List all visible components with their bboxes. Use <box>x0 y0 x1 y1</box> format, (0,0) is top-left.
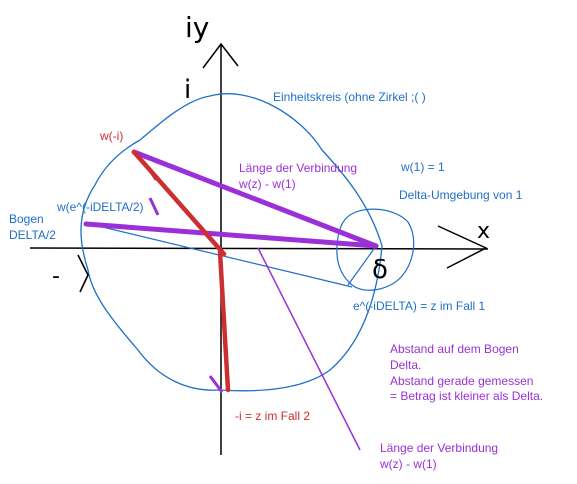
arc-distance-line3: Abstand gerade gemessen <box>390 374 533 388</box>
y-axis-label: iy <box>185 11 209 44</box>
arc-distance-line1: Abstand auf dem Bogen <box>390 342 519 356</box>
red-short-tick <box>146 167 158 181</box>
length-connection-top-line2: w(z) - w(1) <box>238 177 296 191</box>
w-minus-i-label: w(-i) <box>99 129 123 143</box>
purple-tick-left <box>148 197 160 216</box>
arc-distance-line4: = Betrag ist kleiner als Delta. <box>390 389 543 403</box>
arc-label-line2: DELTA/2 <box>9 228 56 242</box>
red-line-to-minus-i <box>217 249 231 393</box>
connection-w-minus-i <box>131 149 379 249</box>
connection-long-thin <box>257 247 361 451</box>
arc-distance-line2: Delta. <box>390 358 421 372</box>
purple-tick-bottom <box>208 375 224 393</box>
x-axis-label: x <box>477 219 490 244</box>
minus-mark: - <box>52 264 60 289</box>
delta-radius-line <box>347 245 377 286</box>
delta-neighborhood-label: Delta-Umgebung von 1 <box>399 188 523 202</box>
unit-circle-label: Einheitskreis (ohne Zirkel ;( ) <box>273 90 426 104</box>
length-connection-bottom-line1: Länge der Verbindung <box>380 441 498 455</box>
minus-i-case2-label: -i = z im Fall 2 <box>235 409 310 423</box>
length-connection-bottom-line2: w(z) - w(1) <box>379 457 437 471</box>
i-mark: i <box>184 75 191 105</box>
arc-label-line1: Bogen <box>9 212 44 226</box>
x-axis-arrowhead <box>437 225 488 269</box>
delta-mark: δ <box>372 255 388 285</box>
unit-circle <box>80 93 383 392</box>
w-exp-label: w(e^(-iDELTA/2) <box>56 200 144 214</box>
w-one-label: w(1) = 1 <box>400 160 445 174</box>
length-connection-top-line1: Länge der Verbindung <box>239 161 357 175</box>
minus-one-mark <box>77 254 89 293</box>
exp-case1-label: e^(-iDELTA) = z im Fall 1 <box>353 299 486 313</box>
y-axis-arrowhead <box>202 42 239 69</box>
connection-w-exp <box>83 221 379 249</box>
